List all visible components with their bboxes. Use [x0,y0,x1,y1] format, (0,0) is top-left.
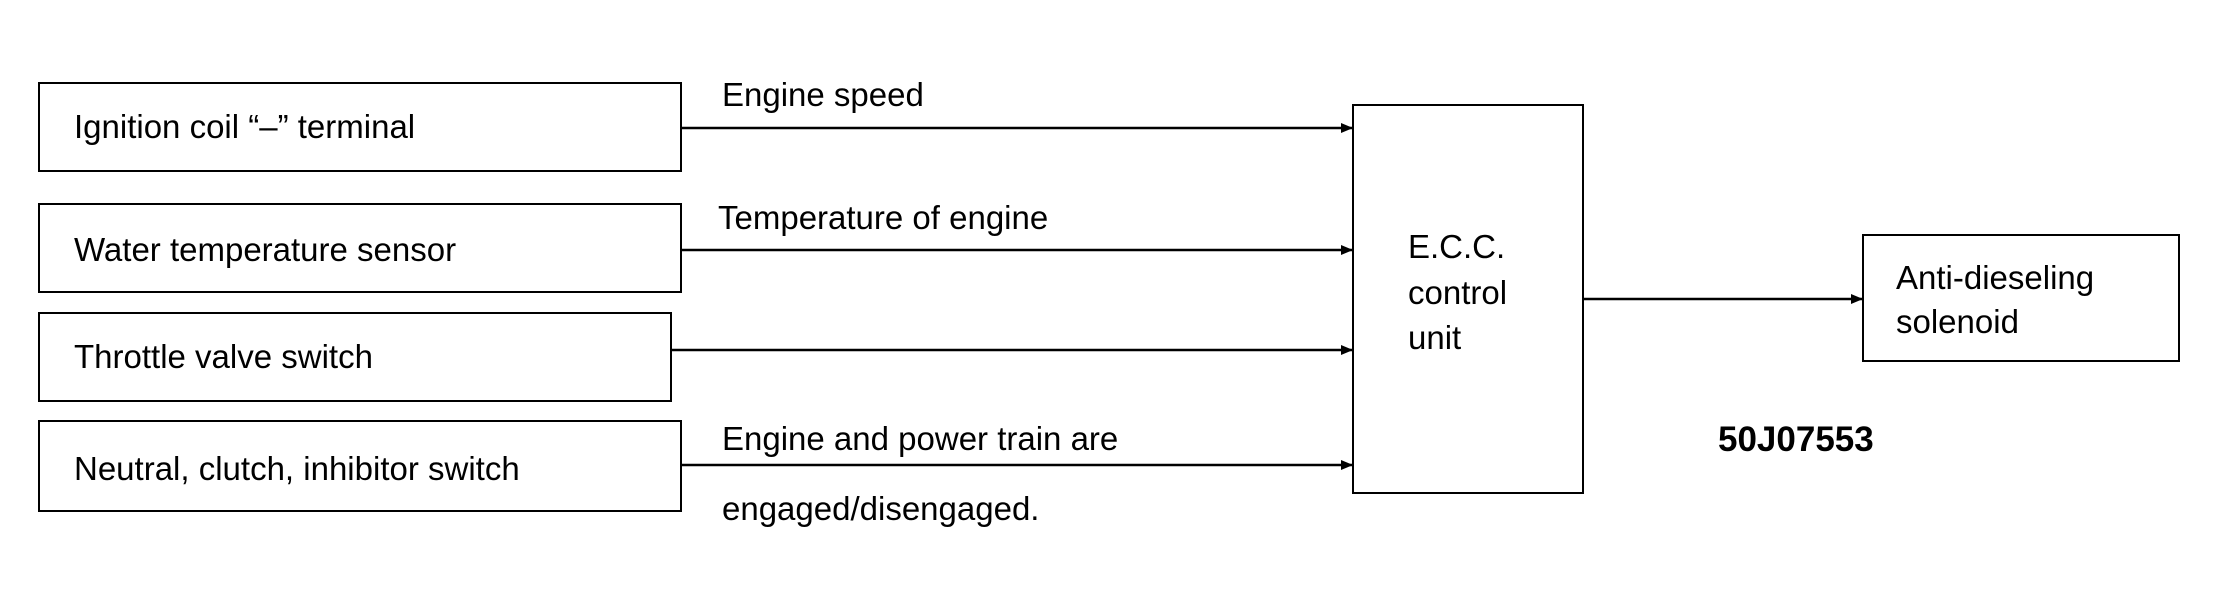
ecc-line-2: control [1408,273,1508,311]
output-label: Anti-dieseling solenoid [1896,256,2094,344]
input-box-ignition-coil: Ignition coil “–” terminal [38,82,682,172]
ecc-control-unit-box: E.C.C. control unit [1352,104,1584,494]
output-box-anti-dieseling-solenoid: Anti-dieseling solenoid [1862,234,2180,362]
input-label-ignition-coil: Ignition coil “–” terminal [74,108,416,145]
input-label-neutral-switch: Neutral, clutch, inhibitor switch [74,450,520,487]
input-box-water-temperature: Water temperature sensor [38,203,682,293]
figure-code: 50J07553 [1718,420,1874,459]
signal-label-temperature: Temperature of engine [718,199,1049,236]
ecc-line-1: E.C.C. [1408,228,1506,265]
signal-label-engagement-line2: engaged/disengaged. [722,490,1040,527]
ecc-line-3: unit [1408,319,1462,357]
signal-label-engagement-line1: Engine and power train are [722,420,1119,457]
output-line-2: solenoid [1896,302,2019,340]
signal-label-engine-speed: Engine speed [722,76,924,113]
input-label-throttle-valve: Throttle valve switch [74,338,373,375]
output-line-1: Anti-dieseling [1896,259,2095,296]
input-label-water-temperature: Water temperature sensor [74,231,457,268]
ecc-control-unit-label: E.C.C. control unit [1408,224,1507,361]
input-box-neutral-switch: Neutral, clutch, inhibitor switch [38,420,682,512]
input-box-throttle-valve: Throttle valve switch [38,312,672,402]
